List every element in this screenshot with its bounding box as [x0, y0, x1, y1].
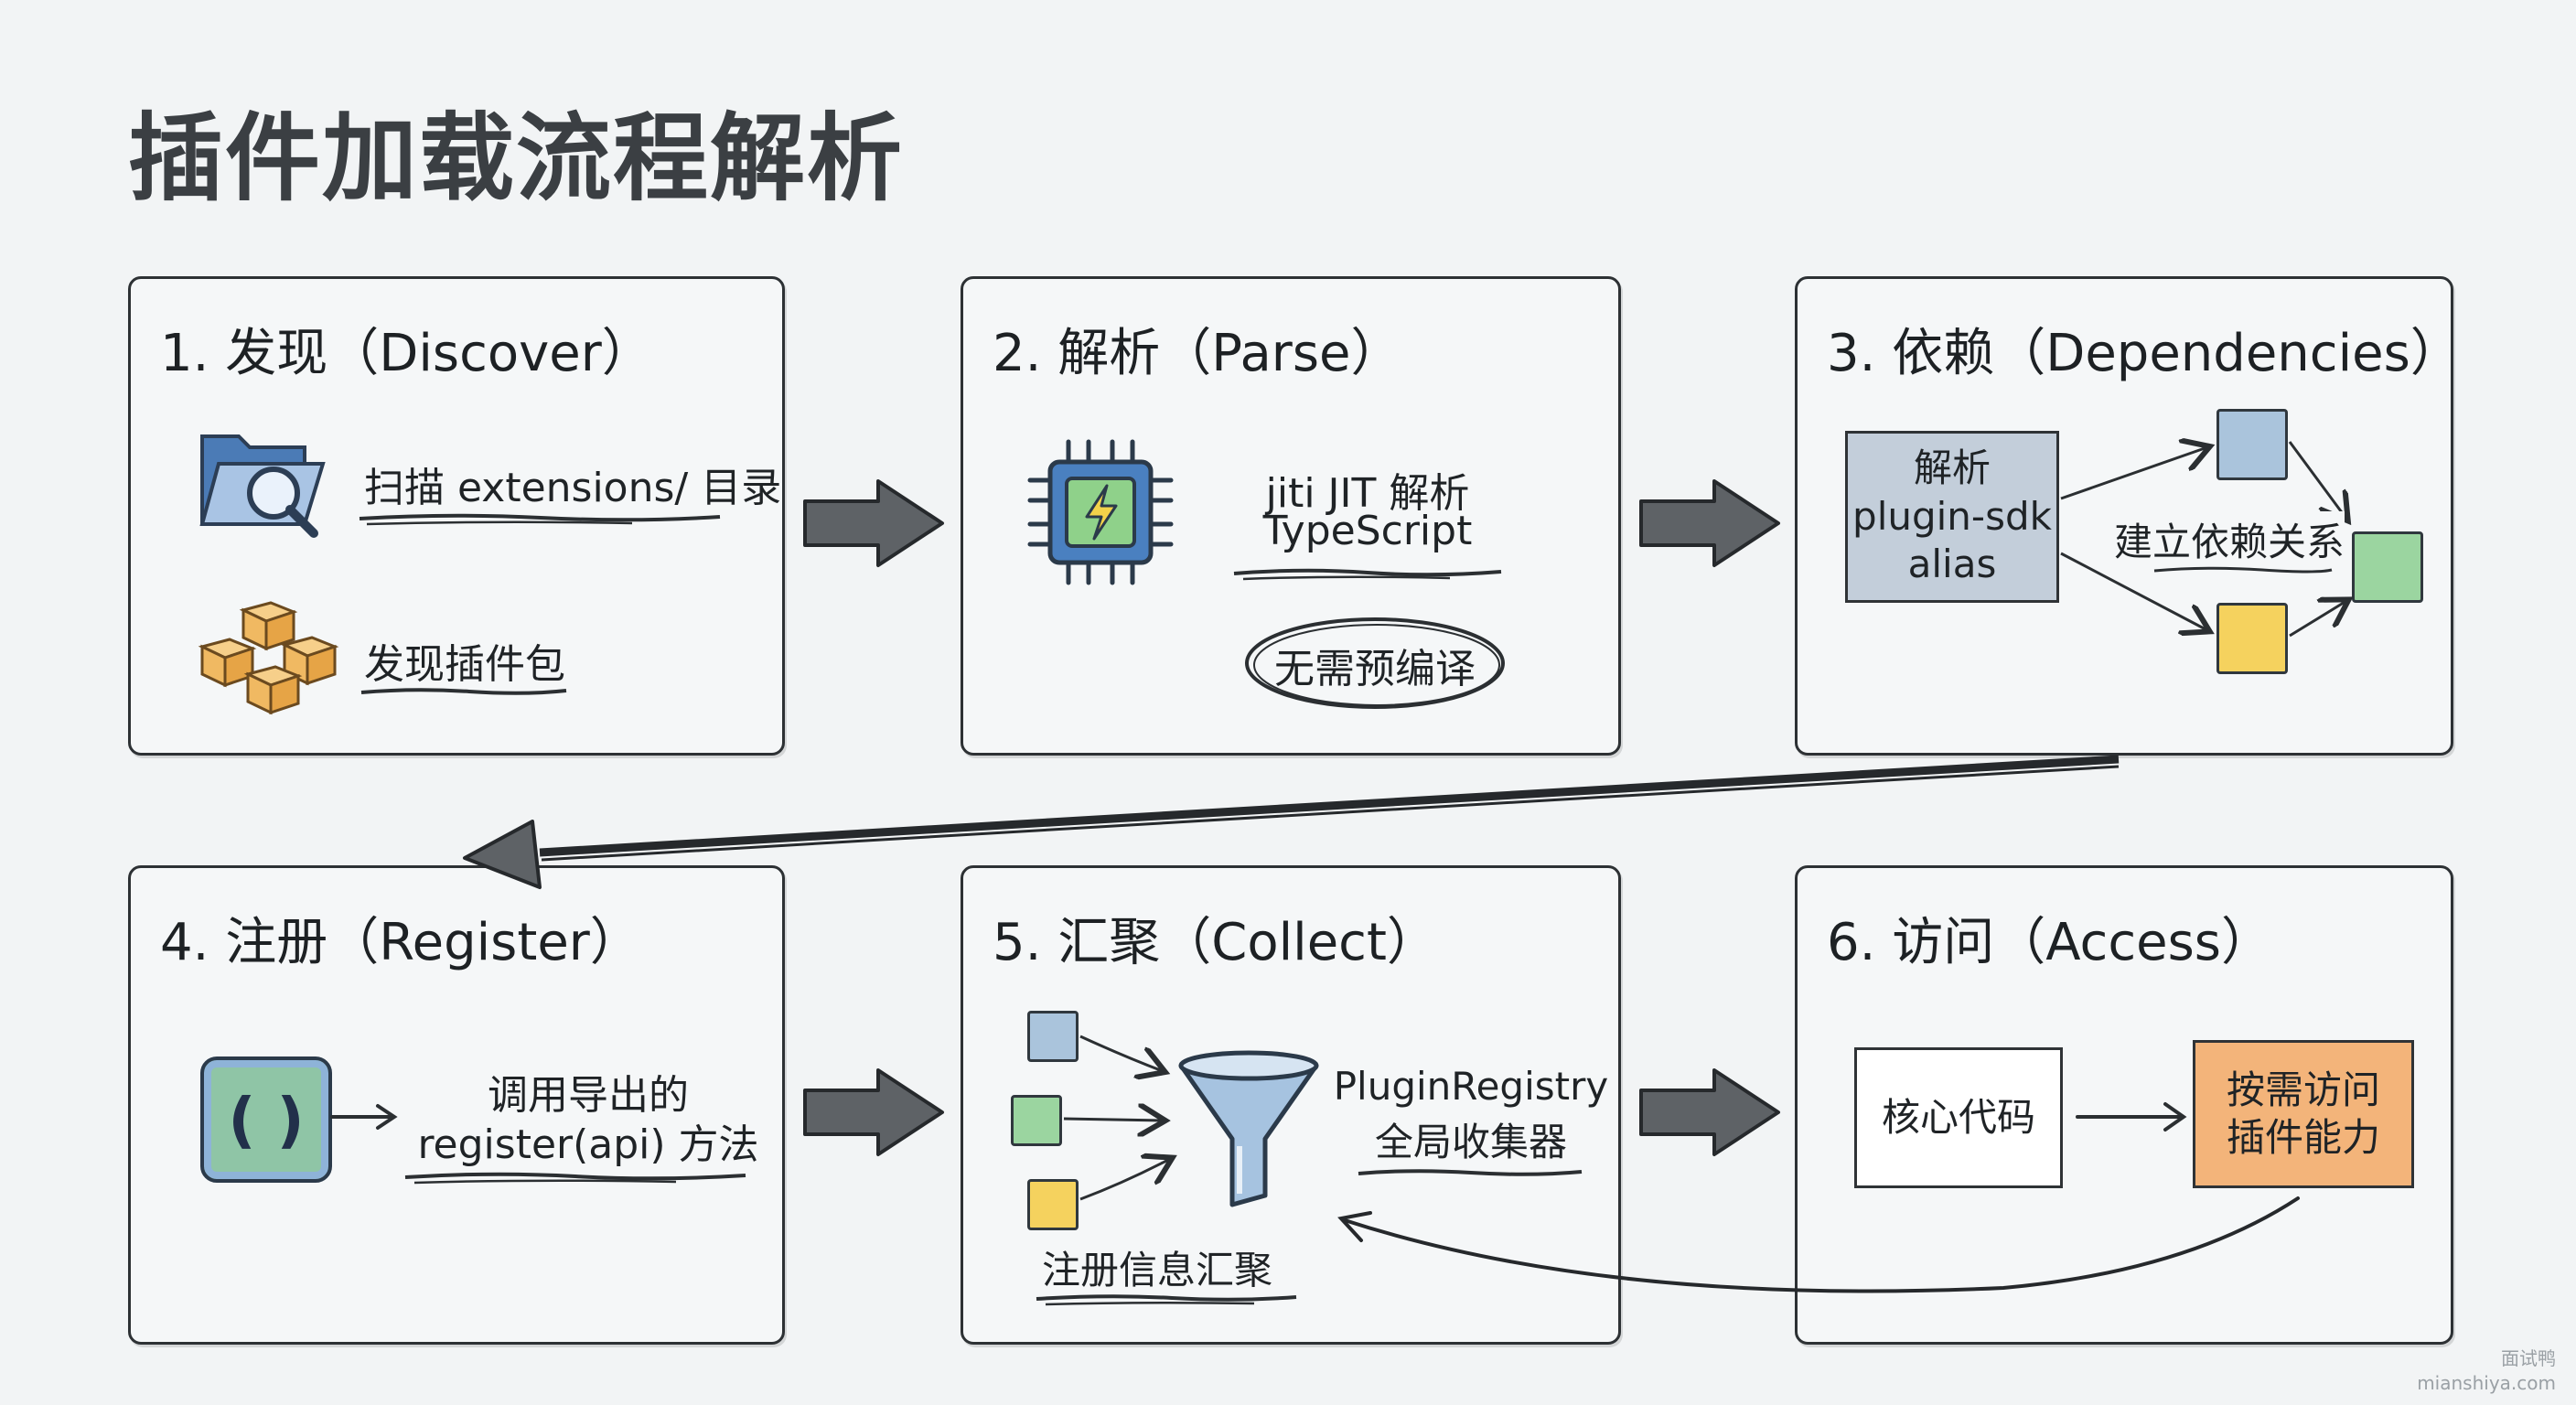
packages-underline [360, 688, 567, 695]
braces-glyph: ( ) [228, 1084, 305, 1155]
dependency-arrows [2060, 279, 2451, 638]
discover-packages-label: 发现插件包 [364, 641, 565, 688]
arrow-5-to-6 [1639, 1068, 1780, 1156]
collect-node-green [1011, 1095, 1062, 1146]
panel-title-discover: 1. 发现（Discover） [160, 324, 653, 383]
panel-title-parse: 2. 解析（Parse） [993, 324, 1402, 383]
panel-register: 4. 注册（Register） ( ) 调用导出的 register(api) … [128, 865, 785, 1345]
panel-title-access: 6. 访问（Access） [1827, 913, 2272, 972]
access-arrow [2076, 1102, 2187, 1132]
panel-title-register: 4. 注册（Register） [160, 913, 641, 972]
no-precompile-ellipse [1245, 617, 1505, 709]
access-plugin-box: 按需访问 插件能力 [2193, 1040, 2414, 1188]
watermark-brand: 面试鸭 [2501, 1347, 2556, 1369]
register-info-underline [1036, 1294, 1297, 1306]
access-return-arrow [1337, 1196, 2300, 1293]
register-info-label: 注册信息汇聚 [1042, 1248, 1273, 1292]
panel-discover: 1. 发现（Discover） 扫描 extensions/ 目录 发现插件包 [128, 276, 785, 756]
dep-node-yellow [2216, 603, 2288, 674]
collect-arrows [1063, 1035, 1618, 1201]
typescript-label: TypeScript [1262, 508, 1473, 554]
arrow-1-to-2 [803, 479, 944, 567]
arrow-2-to-3 [1639, 479, 1780, 567]
watermark-url: mianshiya.com [2417, 1372, 2556, 1394]
register-method-label: register(api) 方法 [417, 1121, 759, 1168]
panel-title-dependencies: 3. 依赖（Dependencies） [1827, 324, 2462, 383]
chip-bolt-icon [1027, 439, 1174, 585]
page-title: 插件加载流程解析 [128, 102, 905, 214]
registry-label: PluginRegistry [1333, 1064, 1609, 1109]
funnel-icon [1178, 1050, 1319, 1207]
scan-underline [359, 513, 721, 526]
resolve-alias-box: 解析 plugin-sdk alias [1845, 431, 2059, 603]
watermark: 面试鸭 mianshiya.com [2417, 1346, 2556, 1396]
panel-access: 6. 访问（Access） 核心代码 按需访问 插件能力 [1795, 865, 2453, 1345]
access-line-1: 按需访问 [2226, 1067, 2380, 1112]
collect-node-blue [1027, 1011, 1079, 1062]
panel-title-collect: 5. 汇聚（Collect） [993, 913, 1438, 972]
alias-line-1: 解析 [1913, 445, 1991, 491]
core-code-box: 核心代码 [1854, 1047, 2063, 1188]
dep-node-green [2352, 531, 2423, 603]
global-collector-label: 全局收集器 [1374, 1120, 1567, 1164]
boxes-icon [198, 601, 339, 715]
dep-node-blue [2216, 409, 2288, 480]
alias-line-2: plugin-sdk [1852, 493, 2052, 539]
access-line-2: 插件能力 [2226, 1115, 2380, 1160]
build-relations-label: 建立依赖关系 [2114, 511, 2345, 567]
arrow-4-to-5 [803, 1068, 944, 1156]
panel-collect: 5. 汇聚（Collect） PluginRegistry 全局收集器 注册信息… [961, 865, 1621, 1345]
register-arrow [330, 1104, 398, 1130]
alias-line-3: alias [1907, 542, 1997, 587]
jiti-label: jiti JIT 解析 [1265, 470, 1470, 517]
core-code-label: 核心代码 [1881, 1094, 2035, 1140]
relation-underline [2153, 566, 2333, 574]
collect-node-yellow [1027, 1179, 1079, 1230]
registry-underline [1358, 1169, 1583, 1176]
arrow-3-to-4 [463, 755, 2120, 889]
call-export-label: 调用导出的 [488, 1072, 689, 1119]
scan-extensions-label: 扫描 extensions/ 目录 [364, 465, 782, 511]
register-underline [404, 1172, 746, 1185]
no-precompile-label: 无需预编译 [1274, 646, 1476, 692]
panel-dependencies: 3. 依赖（Dependencies） 解析 plugin-sdk alias … [1795, 276, 2462, 756]
folder-search-icon [199, 434, 326, 538]
parse-underline [1233, 568, 1502, 581]
panel-parse: 2. 解析（Parse） jiti JIT 解析 TypeScript 无需预编… [961, 276, 1621, 756]
code-braces-icon: ( ) [200, 1056, 332, 1183]
